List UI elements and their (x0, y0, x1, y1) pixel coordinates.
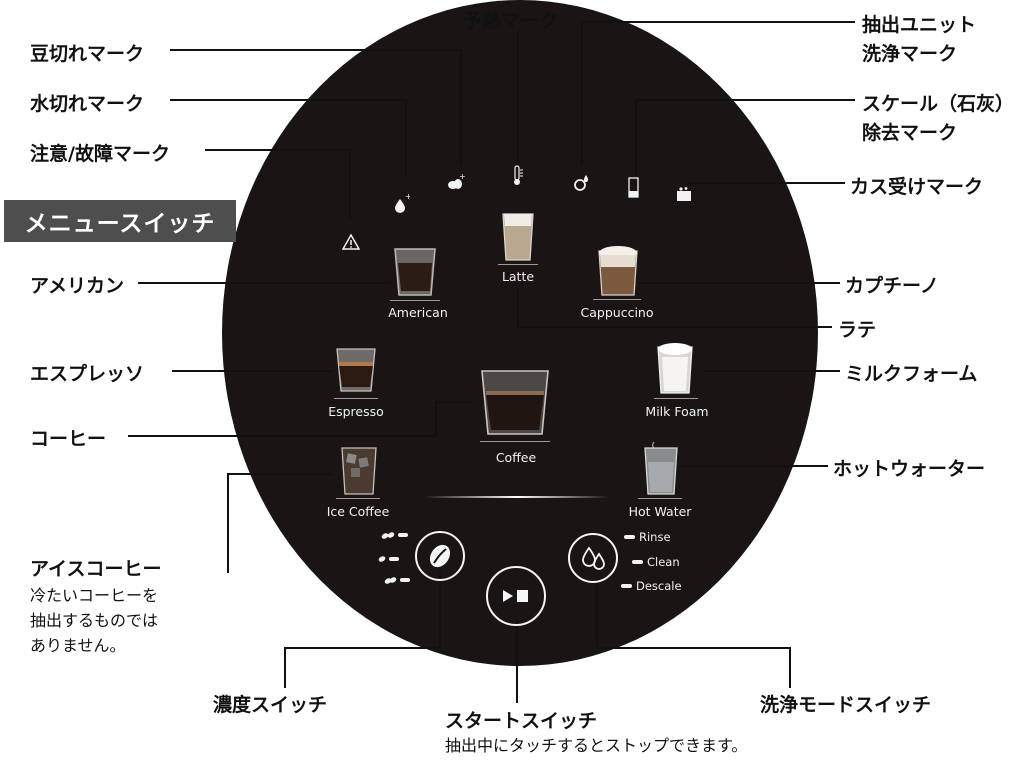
bean-empty-label: 豆切れマーク (30, 43, 145, 65)
ice-coffee-caption: Ice Coffee (326, 504, 390, 519)
thermometer-icon (514, 165, 523, 185)
control-panel (222, 0, 818, 666)
grounds-full-label: カス受けマーク (850, 176, 984, 198)
svg-text:+: + (459, 172, 466, 181)
grounds-box-icon (677, 187, 691, 201)
hot-water-shelf (638, 498, 682, 499)
strength-button[interactable] (415, 531, 465, 581)
cappuccino-shelf (593, 299, 641, 300)
mode-descale: Descale (621, 579, 682, 593)
ice-coffee-cup-icon (341, 447, 377, 495)
latte-cup-icon (502, 213, 534, 261)
hot-water-label: ホットウォーター (833, 458, 986, 480)
american-label: アメリカン (30, 275, 125, 297)
american-caption: American (388, 305, 448, 320)
warning-icon (342, 234, 360, 250)
latte-shelf (498, 264, 538, 265)
start-switch-note: 抽出中にタッチするとストップできます。 (445, 736, 748, 755)
start-button[interactable] (486, 566, 546, 626)
espresso-caption: Espresso (328, 404, 384, 419)
cappuccino-label: カプチーノ (845, 275, 939, 297)
coffee-cup-icon (481, 370, 549, 435)
latte-caption: Latte (501, 269, 535, 284)
espresso-cup-icon (336, 348, 376, 392)
svg-text:+: + (405, 193, 410, 201)
espresso-shelf (334, 398, 378, 399)
american-shelf (390, 300, 440, 301)
coffee-label: コーヒー (30, 428, 107, 450)
preheat-label: 予熱マーク (463, 10, 559, 32)
strength-switch-label: 濃度スイッチ (213, 694, 328, 716)
strength-levels-icon (378, 532, 410, 584)
brew-unit-label-2: 洗浄マーク (862, 43, 958, 65)
ice-coffee-label: アイスコーヒー (30, 558, 162, 580)
hot-water-cup-icon (644, 442, 678, 495)
clean-mode-switch-label: 洗浄モードスイッチ (760, 694, 932, 716)
milk-foam-label: ミルクフォーム (845, 363, 978, 385)
start-switch-label: スタートスイッチ (445, 710, 598, 732)
american-cup-icon (394, 248, 436, 296)
milk-foam-caption: Milk Foam (645, 404, 709, 419)
ice-coffee-note: 冷たいコーヒーを 抽出するものでは ありません。 (30, 586, 159, 655)
mode-clean: Clean (632, 555, 680, 569)
play-stop-icon (503, 590, 528, 602)
menu-switch-badge: メニュースイッチ (4, 200, 236, 242)
milk-foam-cup-icon (657, 343, 693, 394)
warning-label: 注意/故障マーク (30, 143, 170, 165)
latte-label: ラテ (838, 319, 877, 341)
milk-foam-shelf (654, 398, 698, 399)
coffee-bean-button-icon (429, 544, 451, 568)
descale-label-2: 除去マーク (862, 122, 958, 144)
mode-rinse: Rinse (624, 530, 671, 544)
brew-unit-icon (574, 175, 588, 191)
coffee-shelf (480, 441, 550, 442)
descale-label-1: スケール（石灰） (862, 93, 1015, 115)
ice-coffee-shelf (336, 498, 380, 499)
cappuccino-cup-icon (598, 246, 638, 296)
water-drop-icon: + (395, 193, 410, 213)
espresso-label: エスプレッソ (30, 363, 145, 385)
brew-unit-label-1: 抽出ユニット (862, 14, 977, 36)
clean-mode-button[interactable] (568, 533, 618, 583)
coffee-caption: Coffee (495, 450, 537, 465)
descale-icon (628, 177, 639, 198)
water-empty-label: 水切れマーク (30, 93, 145, 115)
hot-water-caption: Hot Water (628, 504, 692, 519)
cappuccino-caption: Cappuccino (580, 305, 654, 320)
water-drops-icon (582, 546, 605, 570)
bean-icon: + (448, 172, 466, 189)
glow-divider (424, 496, 610, 498)
